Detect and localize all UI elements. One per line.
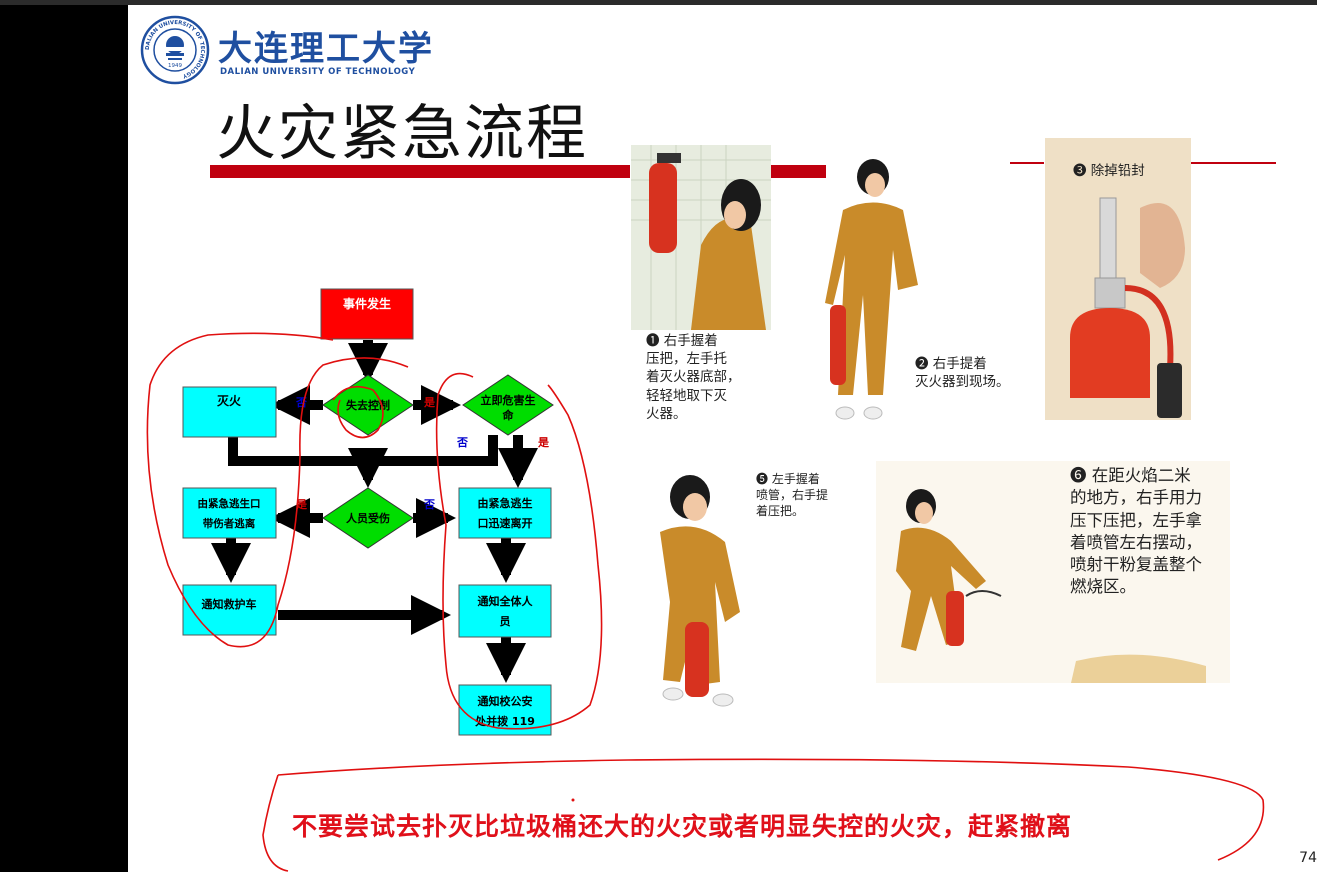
fire-extinguisher-icon <box>649 163 677 253</box>
photo-step3: ❸ 除掉铅封 <box>1045 138 1191 420</box>
photo-step6 <box>876 461 1230 683</box>
photo-step5 <box>645 472 760 722</box>
title-underline-bar-segment <box>770 165 826 178</box>
flow-notify-all-label: 通知全体人 <box>478 594 534 608</box>
caption-step5: ❺ 左手握着喷管，右手提着压把。 <box>756 472 829 519</box>
flow-label-yes: 是 <box>423 396 436 409</box>
photo-step1 <box>631 145 771 330</box>
flow-life-danger-label: 立即危害生 <box>481 393 536 407</box>
flow-life-danger-label-2: 命 <box>502 408 515 422</box>
flow-notify-police-label-2: 处并拨 119 <box>474 714 535 728</box>
warning-text: 不要尝试去扑灭比垃圾桶还大的火灾或者明显失控的火灾，赶紧撤离 <box>292 812 1073 841</box>
slide: DALIAN UNIVERSITY OF TECHNOLOGY 1949 大连理… <box>128 5 1317 872</box>
flow-label-no: 否 <box>295 396 307 409</box>
fire-extinguisher-icon <box>685 622 709 697</box>
page-number: 74 <box>1299 850 1317 866</box>
flow-notify-all-box <box>458 584 552 638</box>
flow-event-label: 事件发生 <box>343 296 391 311</box>
photo-step2 <box>823 155 943 425</box>
flow-escape-injured-box <box>182 487 277 539</box>
flow-notify-ambulance-label: 通知救护车 <box>202 597 257 611</box>
fire-extinguisher-icon <box>946 591 964 646</box>
flow-label-yes: 是 <box>295 498 308 511</box>
flow-escape-injured-label-2: 带伤者逃离 <box>203 517 256 530</box>
flow-label-no: 否 <box>423 498 435 511</box>
flow-escape-fast-label: 由紧急逃生 <box>478 496 533 510</box>
title-underline-bar <box>210 165 630 178</box>
window-top-bar <box>0 0 1317 5</box>
flow-escape-injured-label: 由紧急逃生口 <box>198 497 261 510</box>
flow-notify-police-label: 通知校公安 <box>478 694 533 708</box>
flow-label-yes: 是 <box>537 436 550 449</box>
flow-escape-fast-box <box>458 487 552 539</box>
university-seal-icon: DALIAN UNIVERSITY OF TECHNOLOGY 1949 <box>140 15 210 85</box>
flow-injured-label: 人员受伤 <box>346 511 390 525</box>
fire-emergency-flowchart: 事件发生 灭火 失去控制 立即危害生 命 人员受伤 由紧急逃生口 带伤者逃离 由… <box>182 288 554 736</box>
left-margin <box>0 5 128 872</box>
caption-step3: ❸ 除掉铅封 <box>1073 163 1145 179</box>
university-name-cn: 大连理工大学 <box>218 29 434 69</box>
thin-line-segment <box>1010 162 1044 164</box>
svg-text:1949: 1949 <box>168 63 182 69</box>
fire-extinguisher-icon <box>830 305 846 385</box>
flow-extinguish-label: 灭火 <box>216 394 242 408</box>
slide-title: 火灾紧急流程 <box>216 99 588 169</box>
caption-step1: ❶ 右手握着压把，左手托 着灭火器底部，轻轻地取下灭 火器。 <box>646 333 741 422</box>
university-name-en: DALIAN UNIVERSITY OF TECHNOLOGY <box>220 67 416 77</box>
caption-step6: ❻ 在距火焰二米的地方，右手用力 压下压把，左手拿着喷管左右摆动， 喷射干粉复盖… <box>1070 466 1202 597</box>
flow-notify-all-label-2: 员 <box>500 615 511 628</box>
flow-out-of-control-label: 失去控制 <box>346 398 390 412</box>
fire-extinguisher-icon <box>1070 308 1150 398</box>
flow-escape-fast-label-2: 口迅速离开 <box>478 516 533 530</box>
caption-step2: ❷ 右手提着灭火器到现场。 <box>915 356 1010 391</box>
thin-line-segment <box>1186 162 1276 164</box>
flow-label-no: 否 <box>456 436 468 449</box>
